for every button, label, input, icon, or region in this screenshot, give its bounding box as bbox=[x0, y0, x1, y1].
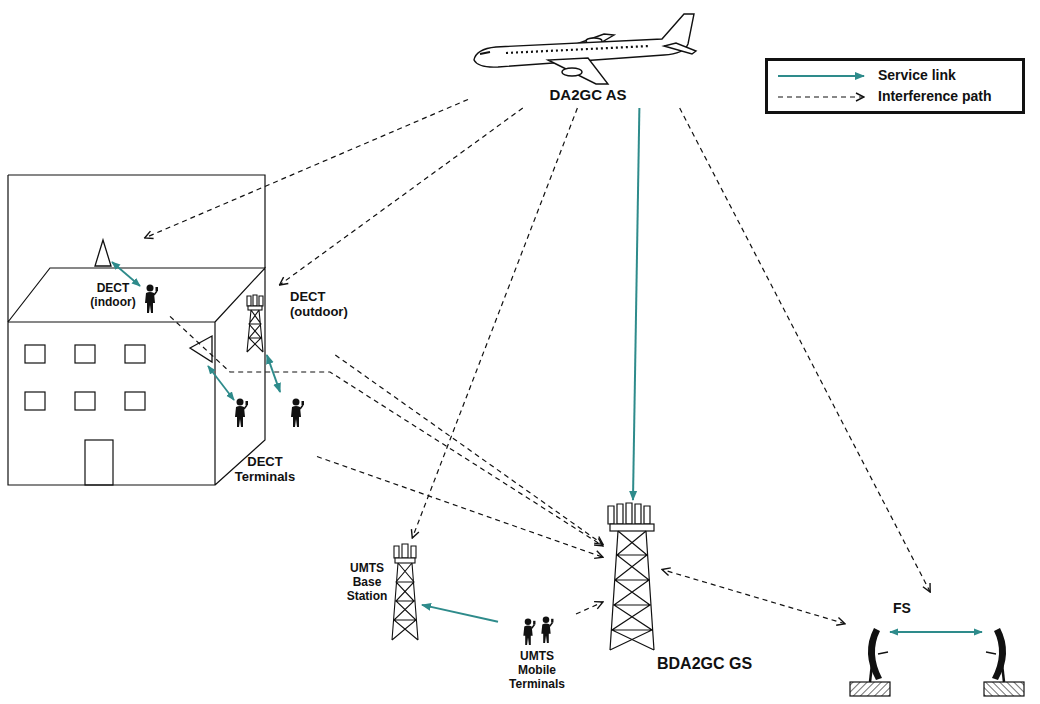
person-icon bbox=[523, 618, 535, 645]
interference-path bbox=[680, 108, 930, 592]
building bbox=[75, 345, 95, 363]
building bbox=[125, 392, 145, 410]
dish-antenna bbox=[984, 628, 1024, 696]
tower-icon bbox=[248, 306, 262, 310]
building bbox=[8, 175, 265, 322]
building bbox=[125, 345, 145, 363]
aircraft-icon bbox=[480, 52, 490, 54]
node-label: DECT (outdoor) bbox=[290, 290, 356, 320]
building bbox=[25, 392, 45, 410]
dect-indoor-node: DECT (indoor) bbox=[80, 238, 170, 318]
tower-icon bbox=[608, 503, 654, 650]
tower-icon bbox=[395, 558, 415, 563]
dish-antenna bbox=[850, 628, 890, 696]
tower-icon bbox=[610, 524, 654, 531]
legend-row: Interference path bbox=[776, 86, 1014, 107]
aircraft-node: DA2GC AS bbox=[468, 6, 692, 108]
building bbox=[75, 392, 95, 410]
node-label: UMTS Base Station bbox=[344, 562, 390, 603]
interference-path bbox=[170, 316, 603, 546]
node-label: BDA2GC GS bbox=[657, 655, 752, 673]
antenna-icon bbox=[190, 336, 212, 362]
aircraft-icon bbox=[548, 58, 608, 84]
tower-icon bbox=[392, 563, 418, 640]
service-link bbox=[422, 605, 498, 622]
legend-sample bbox=[776, 70, 868, 82]
interference-path bbox=[662, 569, 845, 623]
aircraft-icon bbox=[506, 46, 650, 53]
umts-mobile-node: UMTS Mobile Terminals bbox=[498, 612, 576, 698]
tower-icon bbox=[608, 503, 650, 524]
service-link bbox=[633, 108, 639, 500]
tower-icon bbox=[247, 310, 263, 352]
tower-icon bbox=[610, 531, 654, 650]
dish-antenna bbox=[850, 682, 890, 696]
node-label: DECT Terminals bbox=[228, 455, 302, 485]
legend-sample-line bbox=[778, 96, 864, 97]
legend-text: Interference path bbox=[878, 88, 992, 104]
legend-sample bbox=[776, 91, 868, 103]
building bbox=[8, 268, 265, 485]
tower-icon bbox=[394, 544, 416, 558]
building bbox=[25, 345, 45, 363]
interference-path bbox=[412, 108, 577, 538]
aircraft-icon bbox=[664, 43, 696, 54]
dish-antenna bbox=[878, 652, 888, 654]
service-link-line bbox=[112, 262, 982, 632]
node-label: FS bbox=[893, 600, 911, 616]
antenna-icon bbox=[95, 240, 111, 266]
service-link-line bbox=[208, 366, 234, 400]
dect-terminals-node: DECT Terminals bbox=[222, 392, 317, 488]
connector-group bbox=[145, 99, 930, 623]
person-icon bbox=[541, 616, 553, 643]
legend-box: Service linkInterference path bbox=[765, 58, 1025, 114]
aircraft-icon bbox=[562, 68, 582, 76]
building bbox=[8, 175, 265, 485]
interference-path bbox=[145, 99, 468, 238]
legend-row: Service link bbox=[776, 65, 1014, 86]
tower-icon bbox=[247, 295, 263, 306]
dish-antenna bbox=[850, 628, 1024, 696]
person-icon bbox=[145, 285, 553, 646]
umts-base-station-node: UMTS Base Station bbox=[343, 538, 422, 643]
interference-path bbox=[576, 602, 603, 614]
aircraft-icon bbox=[474, 14, 696, 84]
person-icon bbox=[145, 285, 158, 314]
node-label: UMTS Mobile Terminals bbox=[501, 650, 573, 691]
node-label: DECT (indoor) bbox=[84, 282, 142, 310]
building bbox=[85, 440, 113, 485]
ground-station-node: BDA2GC GS bbox=[603, 500, 662, 652]
node-label: DA2GC AS bbox=[538, 86, 638, 103]
service-link-line bbox=[890, 631, 982, 633]
tower-icon bbox=[247, 295, 263, 352]
fixed-service-node: FS bbox=[845, 592, 1030, 698]
service-link bbox=[267, 355, 280, 392]
dect-outdoor-node: DECT (outdoor) bbox=[240, 285, 360, 355]
person-icon bbox=[291, 399, 304, 428]
interference-path bbox=[335, 355, 603, 544]
tower-icon bbox=[392, 544, 418, 640]
person-icon bbox=[235, 399, 248, 428]
legend-text: Service link bbox=[878, 67, 956, 83]
interference-path bbox=[317, 457, 603, 558]
interference-path bbox=[279, 108, 522, 285]
legend-sample-line bbox=[778, 75, 864, 77]
